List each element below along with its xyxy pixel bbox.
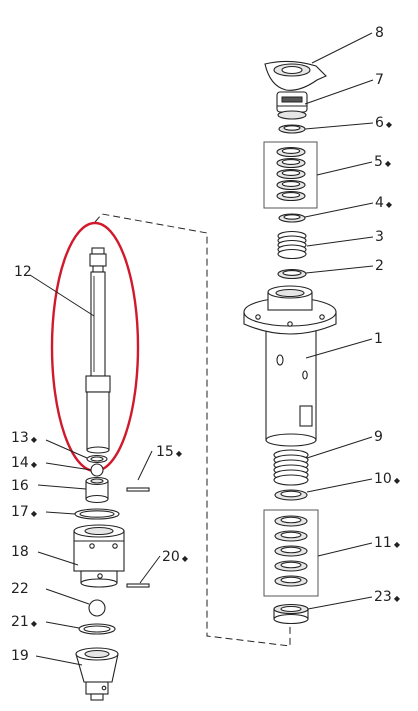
part-22-ball	[88, 599, 106, 617]
callout-9: 9	[374, 429, 383, 445]
part-7-nut	[276, 91, 308, 120]
callout-10: 10◆	[374, 471, 401, 487]
callout-14: 14◆	[11, 455, 38, 471]
part-2-ring	[277, 268, 307, 280]
part-18-valve-housing	[73, 524, 125, 588]
part-6-ring	[278, 124, 306, 134]
part-12-plunger-rod	[85, 247, 111, 454]
callout-labels: 8 7 6◆ 5◆ 4◆ 3 2 1 9 10◆ 11◆ 23◆ 12 13◆ …	[11, 25, 401, 664]
callout-7: 7	[375, 72, 384, 88]
callout-11: 11◆	[374, 535, 401, 551]
part-13-ring	[86, 454, 108, 464]
callout-6: 6◆	[375, 115, 393, 131]
part-14-ball	[90, 463, 104, 477]
callout-15: 15◆	[156, 444, 183, 460]
callout-21: 21◆	[11, 614, 38, 630]
part-3-spring	[277, 230, 307, 260]
callout-19: 19	[11, 648, 29, 664]
part-23-bushing	[273, 603, 309, 625]
callout-22: 22	[11, 581, 29, 597]
part-8-cap	[264, 60, 327, 91]
part-11-seals	[274, 515, 308, 587]
callout-17: 17◆	[11, 504, 38, 520]
callout-16: 16	[11, 478, 29, 494]
callout-8: 8	[375, 25, 384, 41]
callout-2: 2	[375, 258, 384, 274]
callout-23: 23◆	[374, 589, 401, 605]
leader-lines	[29, 32, 374, 666]
part-15-pin	[126, 487, 150, 492]
assembly-path-line	[94, 213, 291, 647]
part-1-housing	[243, 285, 337, 447]
callout-1: 1	[374, 331, 383, 347]
part-20-pin	[126, 583, 150, 588]
callout-18: 18	[11, 544, 29, 560]
part-5-seals	[276, 146, 306, 202]
callout-4: 4◆	[375, 195, 393, 211]
part-17-o-ring	[74, 508, 120, 520]
part-19-foot-valve	[75, 647, 119, 701]
part-11-seal-stack	[263, 509, 319, 597]
callout-12: 12	[14, 264, 32, 280]
callout-5: 5◆	[374, 154, 392, 170]
part-9-spring	[273, 449, 309, 486]
part-21-o-ring	[78, 623, 116, 635]
part-4-ring	[278, 213, 306, 223]
part-10-ring	[274, 489, 308, 501]
callout-13: 13◆	[11, 430, 38, 446]
callout-20: 20◆	[162, 549, 189, 565]
part-16-seat	[85, 476, 109, 504]
callout-3: 3	[375, 229, 384, 245]
